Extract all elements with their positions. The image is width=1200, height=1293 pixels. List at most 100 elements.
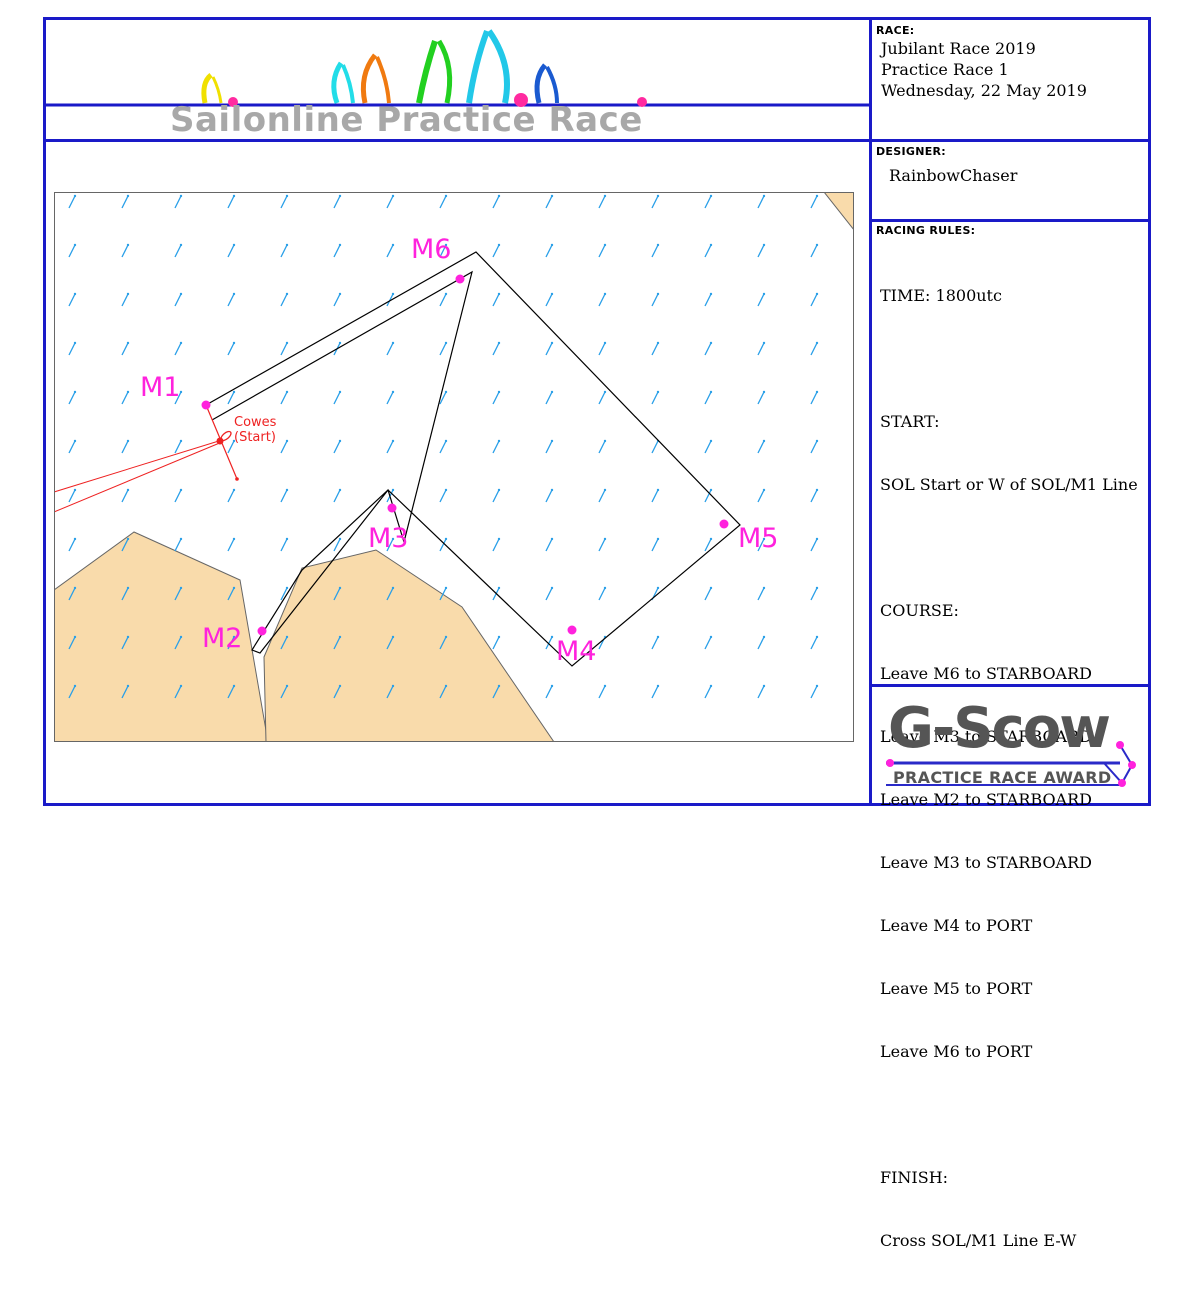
wind-arrow-head <box>126 537 130 541</box>
wind-arrow-head <box>232 243 236 247</box>
banner-divider <box>43 139 872 142</box>
wind-arrow <box>121 538 129 552</box>
wind-arrow <box>810 293 818 307</box>
wind-arrow <box>492 293 500 307</box>
wind-arrow-head <box>444 684 448 688</box>
wind-arrow <box>333 440 341 454</box>
wind-arrow-head <box>550 341 554 345</box>
award-subtitle: PRACTICE RACE AWARD <box>893 768 1112 787</box>
wind-arrow <box>651 195 659 209</box>
wind-arrow-head <box>497 586 501 590</box>
wind-arrow <box>227 587 235 601</box>
label-m4: M4 <box>556 636 596 667</box>
wind-arrow-head <box>497 194 501 198</box>
wind-arrow-head <box>497 488 501 492</box>
wind-arrow <box>545 440 553 454</box>
wind-arrows <box>68 194 819 699</box>
mark-m6 <box>455 274 465 284</box>
wind-arrow <box>68 489 76 503</box>
wind-arrow <box>810 587 818 601</box>
wind-arrow <box>757 342 765 356</box>
wind-arrow-head <box>762 292 766 296</box>
wind-arrow-head <box>762 684 766 688</box>
wind-arrow <box>704 195 712 209</box>
wind-arrow-head <box>285 194 289 198</box>
wind-arrow <box>227 538 235 552</box>
wind-arrow-head <box>285 439 289 443</box>
wind-arrow-head <box>285 586 289 590</box>
wind-arrow <box>598 587 606 601</box>
wind-arrow <box>757 489 765 503</box>
course-map-svg: M1 M6 M3 M2 M4 M5 Cowes (Start) <box>55 193 853 741</box>
wind-arrow <box>492 489 500 503</box>
wind-arrow <box>757 391 765 405</box>
wind-arrow <box>280 685 288 699</box>
wind-arrow-head <box>126 684 130 688</box>
wind-arrow <box>280 587 288 601</box>
wind-arrow <box>333 195 341 209</box>
wind-arrow <box>545 538 553 552</box>
course-map[interactable]: M1 M6 M3 M2 M4 M5 Cowes (Start) <box>54 192 854 742</box>
wind-arrow <box>227 342 235 356</box>
wind-arrow <box>121 342 129 356</box>
wind-arrow <box>280 195 288 209</box>
wind-arrow <box>810 440 818 454</box>
wind-arrow-head <box>815 390 819 394</box>
race-date: Wednesday, 22 May 2019 <box>881 81 1087 100</box>
wind-arrow <box>492 685 500 699</box>
wind-arrow <box>545 587 553 601</box>
poster-frame <box>43 17 1151 806</box>
wind-arrow <box>174 587 182 601</box>
wind-arrow-head <box>391 390 395 394</box>
wind-arrow-head <box>338 194 342 198</box>
wind-arrow <box>333 538 341 552</box>
wind-arrow-head <box>656 684 660 688</box>
wind-arrow <box>598 489 606 503</box>
banner-dot <box>228 97 238 107</box>
rules-start-heading: START: <box>880 412 940 431</box>
wind-arrow-head <box>709 684 713 688</box>
wind-arrow-head <box>444 194 448 198</box>
wind-arrow-head <box>762 488 766 492</box>
start-track-lower <box>55 441 223 513</box>
wind-arrow <box>121 244 129 258</box>
rules-finish-heading: FINISH: <box>880 1168 949 1187</box>
wind-arrow <box>651 685 659 699</box>
wind-arrow-head <box>603 684 607 688</box>
wind-arrow <box>68 391 76 405</box>
wind-arrow-head <box>444 488 448 492</box>
sail-cyan <box>331 61 344 104</box>
mark-m3 <box>387 503 397 513</box>
wind-arrow-head <box>126 341 130 345</box>
wind-arrow <box>68 195 76 209</box>
rules-spacer <box>880 348 1138 369</box>
wind-arrow-head <box>73 684 77 688</box>
wind-arrow <box>492 195 500 209</box>
wind-arrow-head <box>391 537 395 541</box>
wind-arrow <box>68 636 76 650</box>
wind-arrow <box>704 489 712 503</box>
wind-arrow-head <box>603 194 607 198</box>
course-item: Leave M6 to STARBOARD <box>880 664 1092 683</box>
wind-arrow <box>280 342 288 356</box>
wind-arrow <box>121 587 129 601</box>
wind-arrow <box>439 391 447 405</box>
wind-arrow-head <box>126 243 130 247</box>
wind-arrow <box>280 538 288 552</box>
wind-arrow-head <box>73 635 77 639</box>
wind-arrow-head <box>179 341 183 345</box>
wind-arrow-head <box>815 292 819 296</box>
wind-arrow-head <box>550 292 554 296</box>
label-m1: M1 <box>140 372 180 403</box>
wind-arrow-head <box>550 243 554 247</box>
banner-title: Sailonline Practice Race <box>170 100 643 140</box>
wind-arrow <box>386 244 394 258</box>
rules-course-heading: COURSE: <box>880 601 959 620</box>
wind-arrow-head <box>550 194 554 198</box>
wind-arrow-head <box>126 194 130 198</box>
wind-arrow <box>280 244 288 258</box>
wind-arrow-head <box>709 390 713 394</box>
wind-arrow-head <box>709 586 713 590</box>
wind-arrow-head <box>126 439 130 443</box>
wind-arrow-head <box>338 439 342 443</box>
